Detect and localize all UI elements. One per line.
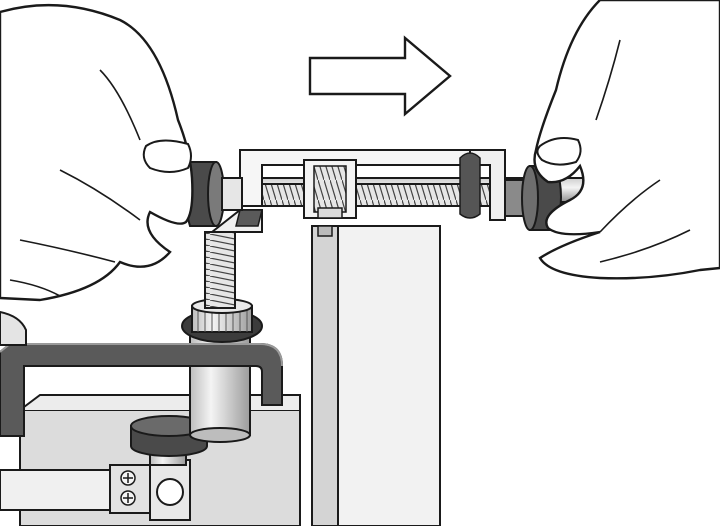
vertical-plate — [311, 225, 441, 526]
right-hand-icon — [533, 0, 720, 280]
left-hand-icon — [0, 3, 194, 302]
arrow-right-icon — [308, 35, 452, 117]
partial-knob-left — [0, 310, 27, 346]
wedge-block — [209, 209, 263, 233]
phillips-screw-icon — [120, 490, 136, 506]
threaded-rod-icon — [249, 183, 526, 207]
phillips-screw-icon — [120, 470, 136, 486]
center-nut — [303, 159, 357, 219]
left-end-knob — [184, 161, 243, 227]
adjustment-knob-icon — [130, 415, 208, 457]
base-block — [0, 394, 301, 526]
vertical-screw — [204, 231, 236, 309]
clamp-icon — [0, 343, 283, 437]
knurled-nut — [181, 298, 263, 343]
